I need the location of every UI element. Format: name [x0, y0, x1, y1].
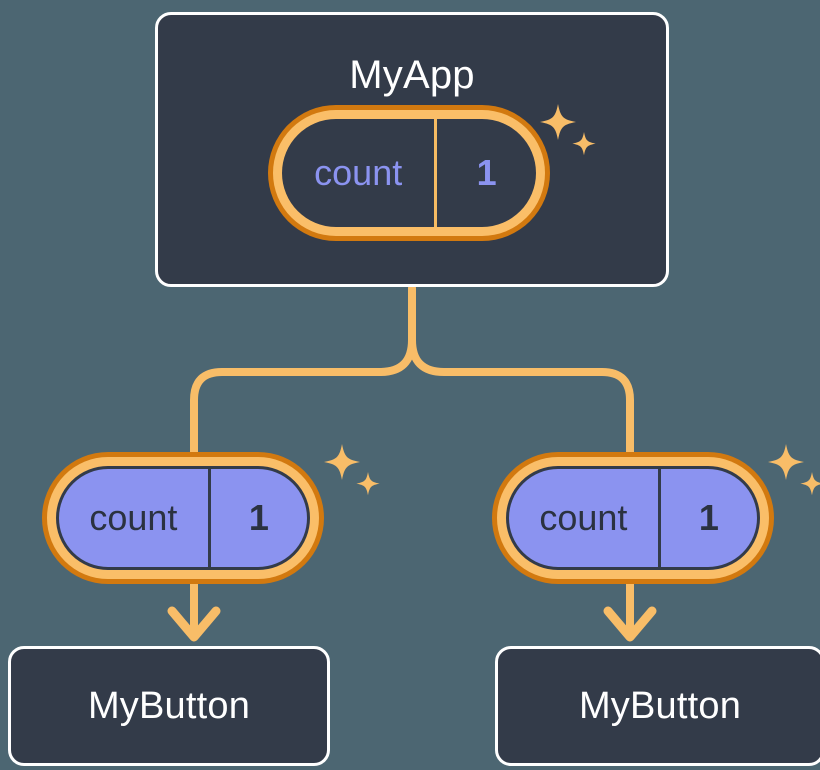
- arrow-down-icon-right: [603, 606, 657, 642]
- state-pill-body: count 1: [56, 466, 310, 570]
- component-card-mybutton-right[interactable]: MyButton: [495, 646, 820, 766]
- component-title-mybutton-right: MyButton: [578, 684, 742, 727]
- arrow-down-icon-left: [167, 606, 221, 642]
- component-title-myapp: MyApp: [349, 53, 475, 97]
- state-pill-ring: count 1: [497, 457, 769, 579]
- state-pill-left[interactable]: count 1: [42, 452, 324, 584]
- component-card-mybutton-left[interactable]: MyButton: [8, 646, 330, 766]
- state-pill-body: count 1: [282, 119, 536, 227]
- sparkle-icon-small: [356, 472, 380, 496]
- state-pill-ring: count 1: [273, 110, 545, 236]
- sparkle-icon-small: [800, 472, 820, 496]
- fork-connector-right: [408, 336, 634, 456]
- state-key-label: count: [89, 497, 178, 538]
- component-title-mybutton-left: MyButton: [87, 684, 251, 727]
- state-key-label: count: [314, 152, 403, 193]
- state-key-label: count: [539, 497, 628, 538]
- state-pill-ring: count 1: [47, 457, 319, 579]
- sparkle-icon-large: [768, 444, 804, 480]
- state-pill-right[interactable]: count 1: [492, 452, 774, 584]
- state-pill-myapp[interactable]: count 1: [268, 105, 550, 241]
- sparkle-group-left: [324, 444, 380, 496]
- state-value-label: 1: [657, 469, 757, 567]
- state-value-label: 1: [207, 469, 307, 567]
- state-pill-body: count 1: [506, 466, 760, 570]
- fork-connector: [190, 284, 416, 456]
- state-value-label: 1: [434, 119, 536, 227]
- sparkle-icon-large: [324, 444, 360, 480]
